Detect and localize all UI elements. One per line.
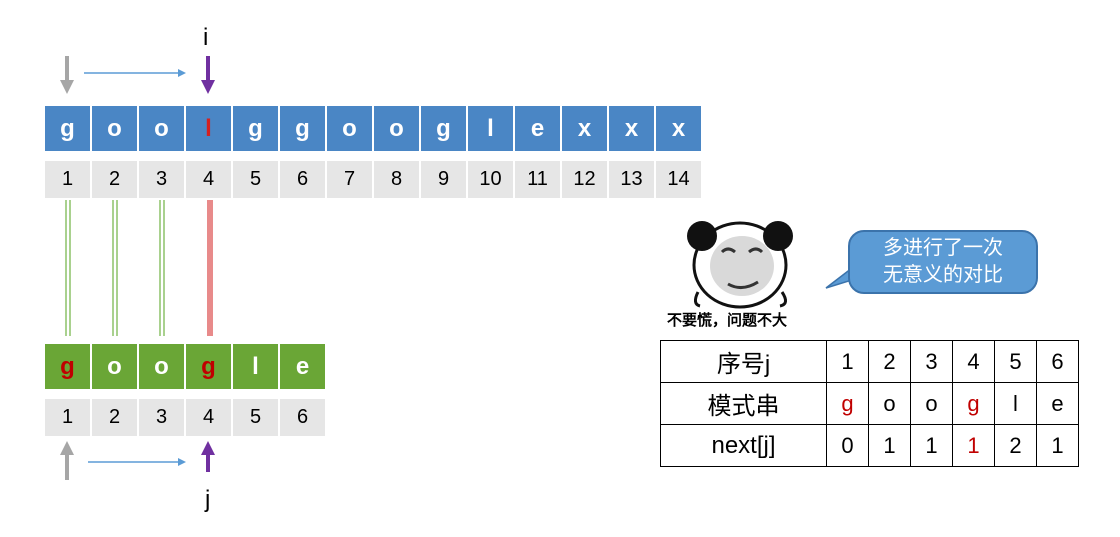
text-char-cell: g bbox=[233, 106, 278, 151]
i-pointer-arrow bbox=[201, 56, 215, 94]
pattern-index-cell: 5 bbox=[233, 399, 278, 436]
table-row-index: 序号j 1 2 3 4 5 6 bbox=[660, 340, 1079, 383]
pattern-index-cell: 2 bbox=[92, 399, 137, 436]
pattern-index-cell: 1 bbox=[45, 399, 90, 436]
text-char-cell: g bbox=[45, 106, 90, 151]
pattern-index-cell: 6 bbox=[280, 399, 325, 436]
pattern-cell: l bbox=[994, 382, 1037, 425]
text-char-cell: x bbox=[562, 106, 607, 151]
pattern-cell: e bbox=[1036, 382, 1079, 425]
pattern-char-cell: g bbox=[45, 344, 90, 389]
meme-caption: 不要慌，问题不大 bbox=[667, 312, 788, 329]
text-char-cell: x bbox=[609, 106, 654, 151]
text-index-cell: 6 bbox=[280, 161, 325, 198]
index-cell: 5 bbox=[994, 340, 1037, 383]
next-cell: 0 bbox=[826, 424, 869, 467]
text-char-cell: l bbox=[468, 106, 513, 151]
pattern-index-cell: 4 bbox=[186, 399, 231, 436]
j-pointer-arrow bbox=[201, 441, 215, 472]
pattern-index-cell: 3 bbox=[139, 399, 184, 436]
text-index-cell: 2 bbox=[92, 161, 137, 198]
pattern-cell: o bbox=[910, 382, 953, 425]
text-index-cell: 1 bbox=[45, 161, 90, 198]
pattern-cell: g bbox=[826, 382, 869, 425]
pattern-char-cell: o bbox=[92, 344, 137, 389]
text-index-cell: 12 bbox=[562, 161, 607, 198]
text-index-cell: 14 bbox=[656, 161, 701, 198]
text-char-cell: o bbox=[374, 106, 419, 151]
text-index-cell: 5 bbox=[233, 161, 278, 198]
match-line-3 bbox=[159, 200, 165, 336]
pattern-char-cell: l bbox=[233, 344, 278, 389]
pattern-char-cell: e bbox=[280, 344, 325, 389]
text-char-cell: o bbox=[327, 106, 372, 151]
text-index-cell: 8 bbox=[374, 161, 419, 198]
index-cell: 6 bbox=[1036, 340, 1079, 383]
next-cell: 1 bbox=[952, 424, 995, 467]
pattern-start-arrow bbox=[60, 441, 74, 480]
text-char-cell: g bbox=[280, 106, 325, 151]
pattern-shift-arrow bbox=[88, 458, 186, 466]
text-index-cell: 7 bbox=[327, 161, 372, 198]
text-char-cell: x bbox=[656, 106, 701, 151]
mismatch-line bbox=[207, 200, 213, 336]
index-cell: 1 bbox=[826, 340, 869, 383]
row-header-next: next[j] bbox=[660, 424, 827, 467]
table-row-pattern: 模式串 g o o g l e bbox=[660, 382, 1079, 425]
text-char-cell: o bbox=[92, 106, 137, 151]
text-char-cell: o bbox=[139, 106, 184, 151]
row-header-index: 序号j bbox=[660, 340, 827, 383]
text-index-cell: 10 bbox=[468, 161, 513, 198]
text-char-cell: l bbox=[186, 106, 231, 151]
pattern-char-cell: o bbox=[139, 344, 184, 389]
next-cell: 1 bbox=[910, 424, 953, 467]
text-index-cell: 4 bbox=[186, 161, 231, 198]
text-shift-arrow bbox=[84, 69, 186, 77]
bubble-line-1: 多进行了一次 bbox=[883, 237, 1003, 259]
text-index-cell: 3 bbox=[139, 161, 184, 198]
bubble-line-2: 无意义的对比 bbox=[883, 264, 1003, 286]
panda-meme-face bbox=[687, 221, 793, 309]
speech-bubble: 多进行了一次 无意义的对比 bbox=[848, 230, 1038, 294]
i-label: i bbox=[203, 24, 209, 51]
table-row-next: next[j] 0 1 1 1 2 1 bbox=[660, 424, 1079, 467]
index-cell: 4 bbox=[952, 340, 995, 383]
row-header-pattern: 模式串 bbox=[660, 382, 827, 425]
text-index-cell: 13 bbox=[609, 161, 654, 198]
index-cell: 2 bbox=[868, 340, 911, 383]
match-line-1 bbox=[65, 200, 71, 336]
match-line-2 bbox=[112, 200, 118, 336]
text-index-cell: 11 bbox=[515, 161, 560, 198]
text-char-cell: e bbox=[515, 106, 560, 151]
next-cell: 1 bbox=[868, 424, 911, 467]
pattern-cell: g bbox=[952, 382, 995, 425]
text-char-cell: g bbox=[421, 106, 466, 151]
next-cell: 2 bbox=[994, 424, 1037, 467]
next-cell: 1 bbox=[1036, 424, 1079, 467]
pattern-char-cell: g bbox=[186, 344, 231, 389]
next-table: 序号j 1 2 3 4 5 6 模式串 g o o g l e next[j] … bbox=[660, 340, 1079, 467]
text-start-arrow bbox=[60, 56, 74, 94]
j-label: j bbox=[205, 486, 211, 513]
text-index-cell: 9 bbox=[421, 161, 466, 198]
pattern-cell: o bbox=[868, 382, 911, 425]
index-cell: 3 bbox=[910, 340, 953, 383]
